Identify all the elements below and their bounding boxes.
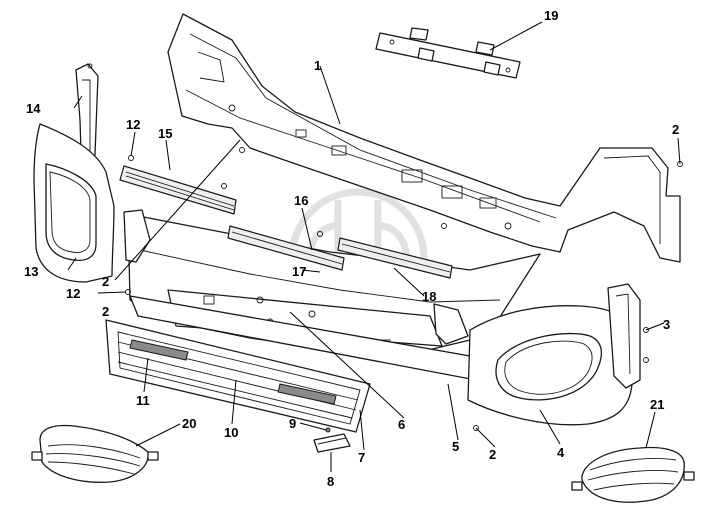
callout-2: 2: [102, 304, 109, 319]
callout-1: 1: [314, 58, 321, 73]
callout-12: 12: [126, 117, 140, 132]
callout-labels: 1 2 2 2 2 3 4 5 6 7 8 9 10 11 12 12 13 1…: [24, 8, 679, 489]
callout-2: 2: [102, 274, 109, 289]
callout-5: 5: [452, 439, 459, 454]
callout-21: 21: [650, 397, 664, 412]
callout-11: 11: [136, 393, 150, 408]
leader-lines: [67, 21, 681, 472]
callout-10: 10: [224, 425, 238, 440]
part-3-side-bracket: [607, 283, 641, 389]
part-21-right-fog-grille: [571, 446, 695, 503]
part-15-grille-strip: [119, 165, 237, 215]
part-4-right-end-cap: [467, 305, 635, 426]
part-13-left-end-cap: [33, 123, 115, 283]
part-16-grille-strip: [227, 225, 345, 271]
part-18-grille-strip: [337, 237, 453, 279]
callout-14: 14: [26, 101, 41, 116]
part-1-support-frame: [167, 13, 681, 263]
part-5-mount-plate: [123, 209, 469, 345]
callout-2: 2: [672, 122, 679, 137]
callout-8: 8: [327, 474, 334, 489]
callout-20: 20: [182, 416, 196, 431]
callout-2: 2: [489, 447, 496, 462]
callout-13: 13: [24, 264, 38, 279]
callout-3: 3: [663, 317, 670, 332]
callout-7: 7: [358, 450, 365, 465]
callout-17: 17: [292, 264, 306, 279]
callout-4: 4: [557, 445, 565, 460]
part-19-bracket: [375, 27, 521, 79]
part-20-left-fog-grille: [31, 424, 159, 483]
callout-15: 15: [158, 126, 172, 141]
callout-12: 12: [66, 286, 80, 301]
callout-19: 19: [544, 8, 558, 23]
callout-16: 16: [294, 193, 308, 208]
callout-9: 9: [289, 416, 296, 431]
callout-18: 18: [422, 289, 436, 304]
part-8-tow-bracket: [313, 427, 351, 453]
callout-6: 6: [398, 417, 405, 432]
